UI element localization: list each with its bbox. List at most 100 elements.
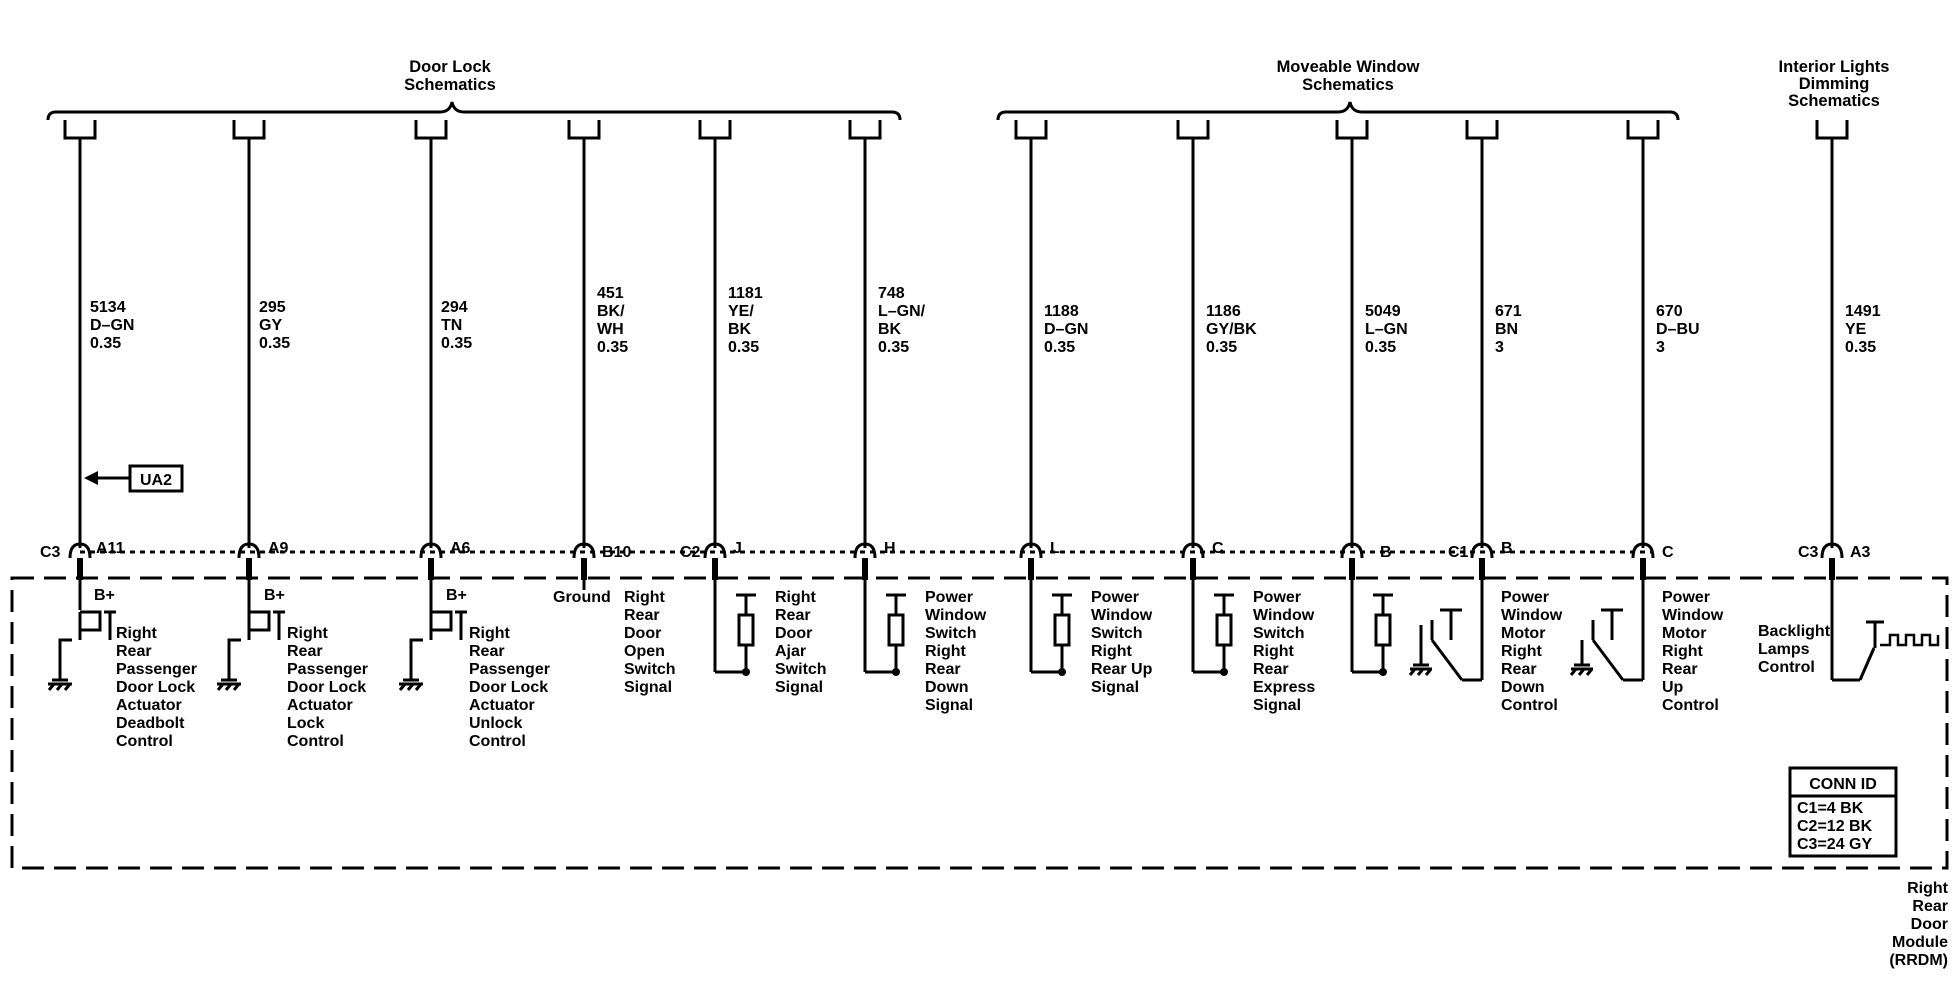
wire-11-circuit: 670 xyxy=(1656,303,1683,320)
connector-c3-label: C3 xyxy=(40,544,61,561)
svg-text:Actuator: Actuator xyxy=(469,697,535,714)
wire-4-size: 0.35 xyxy=(597,339,628,356)
wire-7-color: D–GN xyxy=(1044,321,1088,338)
svg-text:(RRDM): (RRDM) xyxy=(1889,952,1948,969)
svg-text:Switch: Switch xyxy=(925,625,977,642)
svg-text:Right: Right xyxy=(925,643,967,660)
svg-text:Deadbolt: Deadbolt xyxy=(116,715,185,732)
svg-text:Window: Window xyxy=(1662,607,1724,624)
svg-text:Control: Control xyxy=(287,733,344,750)
door-lock-title-2: Schematics xyxy=(404,76,496,94)
function-5: Right Rear Door Open Switch Signal xyxy=(624,589,676,696)
svg-text:Rear: Rear xyxy=(1662,661,1698,678)
ua2-reference: UA2 xyxy=(84,464,184,493)
switch-input-circuits xyxy=(713,580,1393,674)
svg-text:Open: Open xyxy=(624,643,665,660)
conn-id-box: CONN ID C1=4 BK C2=12 BK C3=24 GY xyxy=(1788,766,1898,858)
svg-text:Right: Right xyxy=(1662,643,1704,660)
wire-4-color: BK/ xyxy=(597,303,625,320)
svg-text:Switch: Switch xyxy=(1091,625,1143,642)
wire-9-size: 0.35 xyxy=(1365,339,1396,356)
svg-text:Rear: Rear xyxy=(1253,661,1289,678)
interior-lights-header: Interior Lights Dimming Schematics xyxy=(1779,58,1890,110)
interior-lights-title-3: Schematics xyxy=(1788,92,1880,110)
svg-text:Right: Right xyxy=(287,625,329,642)
svg-text:Switch: Switch xyxy=(1253,625,1305,642)
svg-text:Door: Door xyxy=(1911,916,1948,933)
wire-2-color: GY xyxy=(259,317,282,334)
svg-text:Rear: Rear xyxy=(775,607,811,624)
svg-text:Down: Down xyxy=(1501,679,1545,696)
wire-8-color: GY/BK xyxy=(1206,321,1257,338)
bplus-label-1: B+ xyxy=(94,587,115,604)
svg-text:Unlock: Unlock xyxy=(469,715,522,732)
svg-text:Control: Control xyxy=(1758,659,1815,676)
svg-text:Power: Power xyxy=(925,589,973,606)
svg-text:Express: Express xyxy=(1253,679,1315,696)
svg-text:Door: Door xyxy=(775,625,812,642)
conn-id-title: CONN ID xyxy=(1809,776,1877,793)
wire-11-size: 3 xyxy=(1656,339,1665,356)
pin-label-12: A3 xyxy=(1850,544,1871,561)
svg-text:Passenger: Passenger xyxy=(287,661,368,678)
svg-text:Door: Door xyxy=(624,625,661,642)
function-12: Backlight Lamps Control xyxy=(1758,623,1831,676)
wire-2-circuit: 295 xyxy=(259,299,286,316)
wire-12-color: YE xyxy=(1845,321,1867,338)
conn-id-row-3: C3=24 GY xyxy=(1797,836,1872,853)
svg-text:Rear: Rear xyxy=(116,643,152,660)
wire-labels: 5134 D–GN 0.35 295 GY 0.35 294 TN 0.35 4… xyxy=(90,285,1881,356)
wire-11-color: D–BU xyxy=(1656,321,1700,338)
pin-label-9: B xyxy=(1380,544,1392,561)
svg-text:Door Lock: Door Lock xyxy=(287,679,366,696)
moveable-window-title-2: Schematics xyxy=(1302,76,1394,94)
wire-1-color: D–GN xyxy=(90,317,134,334)
svg-text:Power: Power xyxy=(1253,589,1301,606)
wire-10-color: BN xyxy=(1495,321,1518,338)
svg-text:Right: Right xyxy=(469,625,511,642)
wire-5-size: 0.35 xyxy=(728,339,759,356)
svg-text:Switch: Switch xyxy=(624,661,676,678)
ua2-arrow-icon xyxy=(84,471,98,485)
svg-text:Signal: Signal xyxy=(1091,679,1139,696)
wire-10-circuit: 671 xyxy=(1495,303,1522,320)
moveable-window-bracket xyxy=(996,101,1680,121)
wire-12-circuit: 1491 xyxy=(1845,303,1881,320)
wire-1-size: 0.35 xyxy=(90,335,121,352)
svg-text:Motor: Motor xyxy=(1662,625,1706,642)
svg-text:Rear Up: Rear Up xyxy=(1091,661,1153,678)
bplus-label-2: B+ xyxy=(264,587,285,604)
wire-6-size: 0.35 xyxy=(878,339,909,356)
svg-text:Window: Window xyxy=(1253,607,1315,624)
wire-5-circuit: 1181 xyxy=(728,285,763,302)
wire-6-color2: BK xyxy=(878,321,902,338)
pin-label-7: L xyxy=(1050,540,1060,557)
svg-text:Rear: Rear xyxy=(287,643,323,660)
svg-text:Rear: Rear xyxy=(1912,898,1948,915)
function-7: Power Window Switch Right Rear Down Sign… xyxy=(925,589,987,714)
door-lock-header: Door Lock Schematics xyxy=(46,58,902,121)
svg-text:Rear: Rear xyxy=(1501,661,1537,678)
wire-lines xyxy=(78,138,1834,548)
connector-row: C3 C2 C1 C3 A11 A9 A6 B10 J H L C B B C … xyxy=(40,540,1871,580)
function-2: Right Rear Passenger Door Lock Actuator … xyxy=(287,625,368,750)
wire-6-color: L–GN/ xyxy=(878,303,926,320)
door-lock-bracket xyxy=(46,101,902,121)
door-lock-drivers xyxy=(47,580,467,691)
svg-text:Backlight: Backlight xyxy=(1758,623,1831,640)
door-lock-title-1: Door Lock xyxy=(409,58,491,76)
wire-1-circuit: 5134 xyxy=(90,299,126,316)
pin-label-4: B10 xyxy=(602,544,631,561)
svg-text:Up: Up xyxy=(1662,679,1684,696)
svg-text:Passenger: Passenger xyxy=(469,661,550,678)
backlight-driver xyxy=(1830,580,1940,682)
svg-text:Window: Window xyxy=(1091,607,1153,624)
connector-c2-label: C2 xyxy=(680,544,701,561)
function-9: Power Window Switch Right Rear Express S… xyxy=(1253,589,1315,714)
svg-text:Lock: Lock xyxy=(287,715,324,732)
function-6: Right Rear Door Ajar Switch Signal xyxy=(775,589,827,696)
wire-3-circuit: 294 xyxy=(441,299,468,316)
wire-9-circuit: 5049 xyxy=(1365,303,1401,320)
bplus-label-3: B+ xyxy=(446,587,467,604)
